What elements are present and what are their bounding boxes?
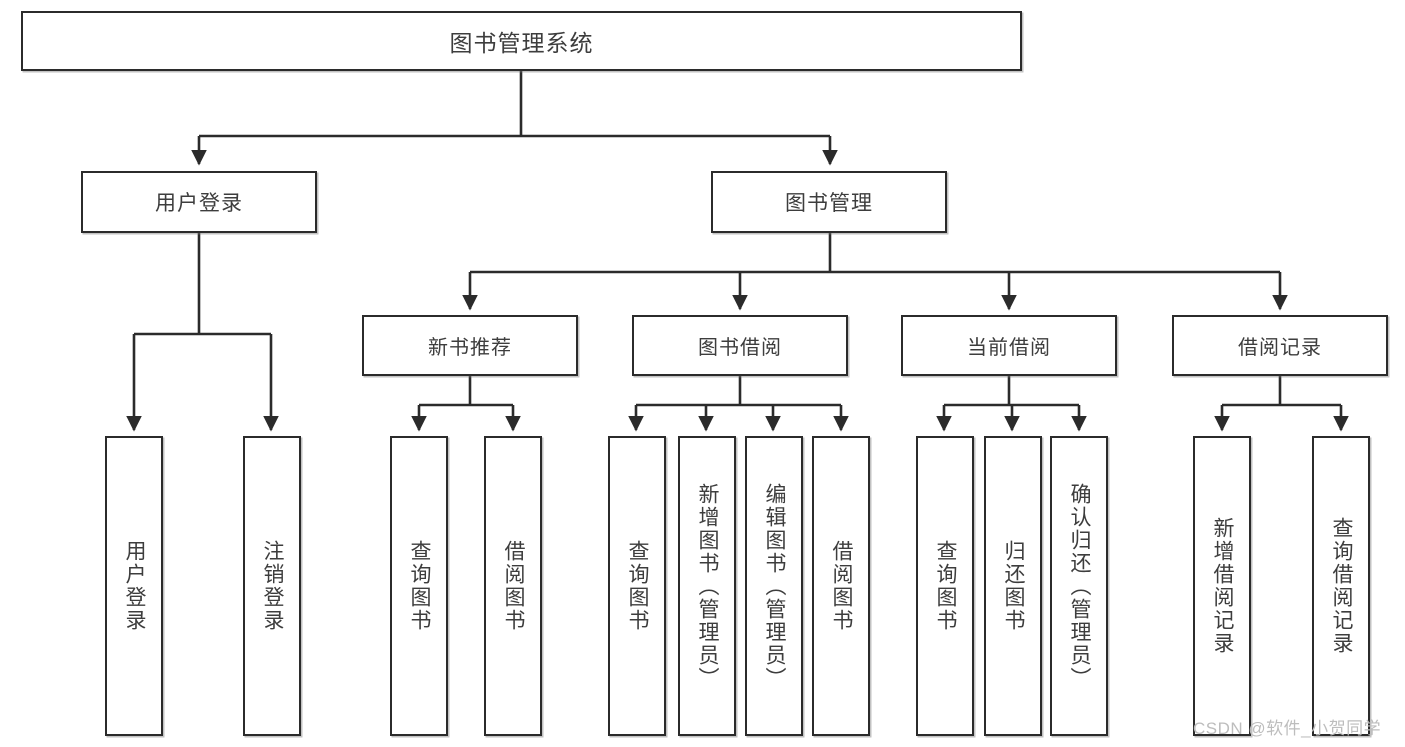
node-label: 查询借阅记录	[1330, 517, 1354, 655]
node-label: 借阅记录	[1238, 337, 1322, 359]
node-label: 确认归还（管理员）	[1068, 482, 1092, 690]
leaf-borrow-book-1[interactable]: 借阅图书	[484, 436, 542, 736]
node-new-book-recommend[interactable]: 新书推荐	[362, 315, 578, 376]
csdn-watermark: CSDN @软件_小贺同学	[1193, 719, 1382, 738]
node-label: 当前借阅	[967, 337, 1051, 359]
node-label: 查询图书	[626, 540, 650, 632]
node-current-borrow[interactable]: 当前借阅	[901, 315, 1117, 376]
leaf-return-book[interactable]: 归还图书	[984, 436, 1042, 736]
leaf-query-book-2[interactable]: 查询图书	[608, 436, 666, 736]
node-label: 图书借阅	[698, 337, 782, 359]
node-book-manage[interactable]: 图书管理	[711, 171, 947, 233]
leaf-query-book-3[interactable]: 查询图书	[916, 436, 974, 736]
node-borrow-record[interactable]: 借阅记录	[1172, 315, 1388, 376]
node-label: 注销登录	[261, 540, 285, 632]
leaf-user-login[interactable]: 用户登录	[105, 436, 163, 736]
node-label: 编辑图书（管理员）	[763, 482, 787, 690]
node-label: 查询图书	[408, 540, 432, 632]
leaf-confirm-return-admin[interactable]: 确认归还（管理员）	[1050, 436, 1108, 736]
leaf-add-book-admin[interactable]: 新增图书（管理员）	[678, 436, 736, 736]
node-label: 新书推荐	[428, 337, 512, 359]
leaf-borrow-book-2[interactable]: 借阅图书	[812, 436, 870, 736]
node-label: 图书管理系统	[449, 30, 594, 56]
node-label: 图书管理	[785, 192, 873, 215]
node-label: 查询图书	[934, 540, 958, 632]
node-label: 新增借阅记录	[1211, 517, 1235, 655]
node-user-login[interactable]: 用户登录	[81, 171, 317, 233]
leaf-query-borrow-record[interactable]: 查询借阅记录	[1312, 436, 1370, 736]
leaf-add-borrow-record[interactable]: 新增借阅记录	[1193, 436, 1251, 736]
node-label: 新增图书（管理员）	[696, 482, 720, 690]
leaf-edit-book-admin[interactable]: 编辑图书（管理员）	[745, 436, 803, 736]
node-root-book-management-system[interactable]: 图书管理系统	[21, 11, 1022, 71]
node-label: 借阅图书	[830, 540, 854, 632]
node-label: 借阅图书	[502, 540, 526, 632]
leaf-user-logout[interactable]: 注销登录	[243, 436, 301, 736]
node-book-borrow[interactable]: 图书借阅	[632, 315, 848, 376]
node-label: 用户登录	[155, 192, 243, 215]
node-label: 用户登录	[123, 540, 147, 632]
node-label: 归还图书	[1002, 540, 1026, 632]
leaf-query-book-1[interactable]: 查询图书	[390, 436, 448, 736]
